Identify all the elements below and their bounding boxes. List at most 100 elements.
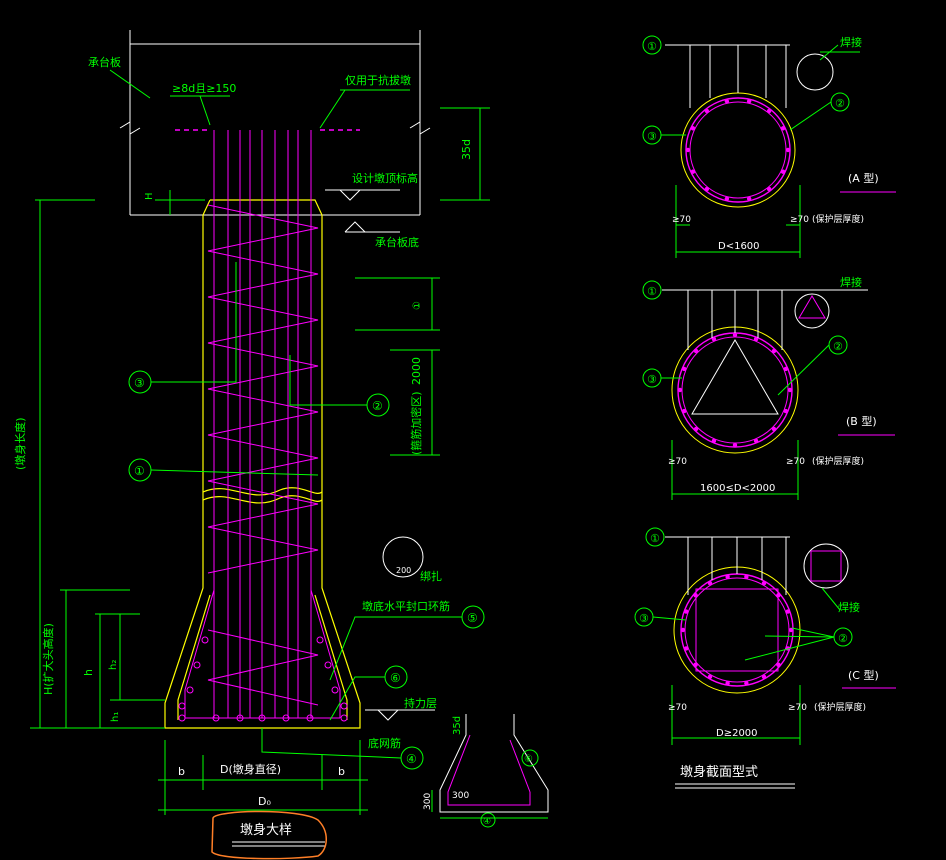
- small-bell-detail: [431, 714, 549, 828]
- section-rebar-dot: [744, 574, 749, 580]
- callout-1: ①: [134, 464, 145, 478]
- section-rebar-dot: [725, 680, 730, 686]
- cap-board: [119, 30, 431, 216]
- bottom-rebar-dot: [212, 714, 220, 722]
- dim-b-right: b: [338, 765, 345, 778]
- section-rebar-dot: [704, 108, 710, 114]
- dim-35d: [440, 107, 490, 201]
- section-rebar-dot: [680, 627, 686, 633]
- sec-a-weld: 焊接: [840, 35, 862, 49]
- cap-leader: [109, 69, 151, 99]
- dim-D-label: D(墩身直径): [220, 762, 281, 776]
- sec-a-cover-left: ≥70: [672, 215, 691, 225]
- callout-2: ②: [372, 399, 383, 413]
- bell-rebar-dots: [178, 636, 348, 722]
- callout-6: ⑥: [390, 671, 401, 685]
- section-rebar-dot: [771, 348, 777, 354]
- section-rebar-dot: [685, 147, 691, 153]
- section-rebar-dot: [761, 581, 767, 586]
- sec-b-callout-3: ③: [647, 373, 657, 386]
- section-rebar-dot: [783, 366, 789, 372]
- sec-b-callout-2: ②: [833, 340, 843, 353]
- stirrup-zone-label: (箍筋加密区): [409, 391, 423, 455]
- sec-a-callout-2: ②: [835, 97, 845, 110]
- section-rebar-dot: [684, 646, 689, 651]
- section-rebar-dot: [681, 408, 687, 414]
- section-rebar-dot: [761, 674, 767, 679]
- sections-title: 墩身截面型式: [680, 764, 758, 780]
- section-rebar-dot: [753, 336, 759, 342]
- dim-1-callout-mid: ①: [412, 301, 423, 310]
- design-top-label: 设计墩顶标高: [352, 171, 418, 185]
- tie-circle: [382, 536, 424, 578]
- section-rebar-dot: [690, 126, 696, 131]
- bottom-rebar-dot: [258, 714, 266, 722]
- sec-a-label: (A 型): [848, 171, 879, 185]
- spiral-stirrups: [207, 204, 319, 574]
- callout-5: ⑤: [467, 611, 478, 625]
- bearing-layer-mark: [377, 709, 399, 721]
- section-rebar-dot: [780, 126, 786, 131]
- sec-a-callout-3: ③: [647, 130, 657, 143]
- sec-c-cover-right: ≥70: [788, 703, 807, 713]
- sec-c-callout-1: ①: [650, 532, 660, 545]
- dim-D0: D₀: [258, 795, 271, 808]
- sec-b-dim: 1600≤D<2000: [700, 483, 775, 494]
- dim-h-top: [155, 190, 205, 215]
- section-rebar-dot: [776, 662, 781, 667]
- bottom-rebar-dot: [306, 714, 314, 722]
- section-rebar-dot: [785, 609, 790, 614]
- sec-a-cover-note: (保护层厚度): [812, 213, 864, 225]
- dim-35d-text: 35d: [460, 139, 473, 160]
- callout-3: ③: [134, 376, 145, 390]
- small-300a: 300: [452, 791, 469, 801]
- section-c: [634, 527, 896, 745]
- sec-c-cover-note: (保护层厚度): [814, 701, 866, 713]
- cap-bottom-mark: [344, 221, 366, 233]
- pier-outline: [164, 199, 361, 729]
- section-rebar-dot: [707, 674, 713, 679]
- sec-b-label: (B 型): [846, 414, 877, 428]
- section-rebar-dot: [711, 336, 717, 342]
- small-callout-4: ④: [483, 817, 491, 827]
- sec-c-callout-3: ③: [639, 612, 649, 625]
- bottom-rebar-dot: [236, 714, 244, 722]
- bell-rebar-dot: [193, 661, 201, 669]
- bell-rebar-dot: [324, 661, 332, 669]
- anchor-label: ≥8d且≥150: [172, 82, 236, 95]
- bottom-rebar-dot: [340, 702, 348, 710]
- callout-4: ④: [406, 752, 417, 766]
- bottom-rebar-dot: [340, 714, 348, 722]
- tie-label: 绑扎: [420, 569, 442, 583]
- sec-b-cover-left: ≥70: [668, 457, 687, 467]
- sec-c-callout-2: ②: [838, 632, 848, 645]
- dim-h-top-text: H: [144, 192, 155, 200]
- dims-bottom: [158, 740, 368, 815]
- section-b: [642, 280, 895, 500]
- section-rebar-dot: [724, 99, 730, 104]
- spiral-stirrup: [207, 204, 319, 574]
- sec-a-dim: D<1600: [718, 241, 760, 252]
- bottom-mesh-label: 底网筋: [368, 736, 401, 750]
- bell-rebar-dot: [331, 686, 339, 694]
- section-rebar-dot: [724, 196, 730, 201]
- bearing-layer-label: 持力层: [404, 696, 437, 710]
- dim-2000: [355, 277, 440, 456]
- section-rebar-dot: [746, 196, 752, 201]
- cap-label: 承台板: [88, 55, 121, 69]
- bell-rebar-dot: [186, 686, 194, 694]
- sec-a-callout-1: ①: [647, 40, 657, 53]
- small-300b: 300: [423, 793, 433, 810]
- sec-c-label: (C 型): [848, 668, 879, 682]
- small-35d: 35d: [452, 716, 463, 735]
- total-length-label: (墩身长度): [13, 417, 27, 470]
- sec-b-callout-1: ①: [647, 285, 657, 298]
- sec-c-cover-left: ≥70: [668, 703, 687, 713]
- section-rebar-dot: [780, 169, 786, 174]
- bottom-rebar-dot: [282, 714, 290, 722]
- bell-rebars: [184, 589, 341, 719]
- section-rebar-dot: [690, 169, 696, 174]
- section-rebar-dot: [787, 387, 793, 393]
- section-rebar-dot: [725, 574, 730, 580]
